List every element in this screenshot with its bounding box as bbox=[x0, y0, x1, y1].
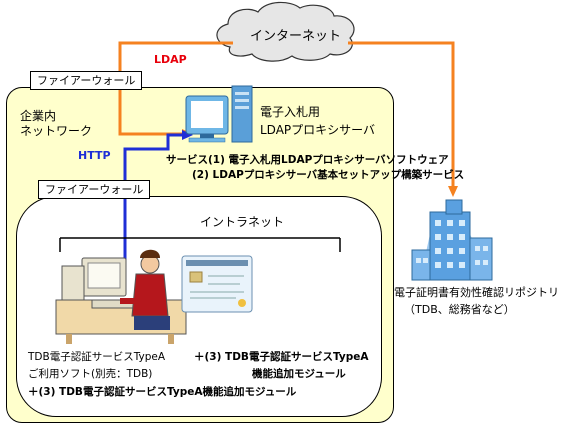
repository-building-icon bbox=[411, 199, 493, 281]
tdb-ic-card-icon bbox=[181, 255, 253, 313]
client-module-label-line3: ＋(3) TDB電子認証サービスTypeA機能追加モジュール bbox=[28, 386, 297, 398]
firewall-top-label: ファイアーウォール bbox=[30, 71, 143, 90]
firewall-middle-label: ファイアーウォール bbox=[38, 180, 151, 199]
intranet-label: イントラネット bbox=[200, 215, 285, 229]
proxy-server-label-line1: 電子入札用 bbox=[260, 105, 321, 119]
client-software-label-line2: ご利用ソフト(別売：TDB) bbox=[28, 368, 153, 380]
service-line-1: サービス(1) 電子入札用LDAPプロキシサーバソフトウェア bbox=[166, 154, 449, 166]
http-arrowhead-to-proxy bbox=[182, 130, 193, 140]
corporate-network-label-line1: 企業内 bbox=[20, 109, 57, 123]
module-addon-label-line2: 機能追加モジュール bbox=[252, 368, 346, 380]
internet-cloud-icon bbox=[216, 1, 355, 62]
http-protocol-label: HTTP bbox=[78, 149, 111, 162]
repository-label-line1: 電子証明書有効性確認リポジトリ bbox=[394, 286, 559, 299]
ldap-protocol-label: LDAP bbox=[154, 53, 187, 66]
client-software-label-line1: TDB電子認証サービスTypeA bbox=[28, 351, 166, 363]
proxy-server-label-line2: LDAPプロキシサーバ bbox=[260, 123, 376, 137]
proxy-server-computer-icon bbox=[185, 85, 253, 143]
repository-label-line2: （TDB、総務省など） bbox=[404, 303, 515, 316]
corporate-network-label-line2: ネットワーク bbox=[20, 124, 93, 138]
intranet-lan-bus bbox=[59, 237, 341, 252]
client-user-computer-icon bbox=[55, 249, 187, 344]
module-addon-label-line1: ＋(3) TDB電子認証サービスTypeA bbox=[194, 351, 369, 363]
service-line-2: (2) LDAPプロキシサーバ基本セットアップ構築サービス bbox=[192, 169, 465, 181]
internet-label: インターネット bbox=[250, 29, 342, 44]
ldap-arrowhead-to-repository bbox=[448, 186, 458, 197]
